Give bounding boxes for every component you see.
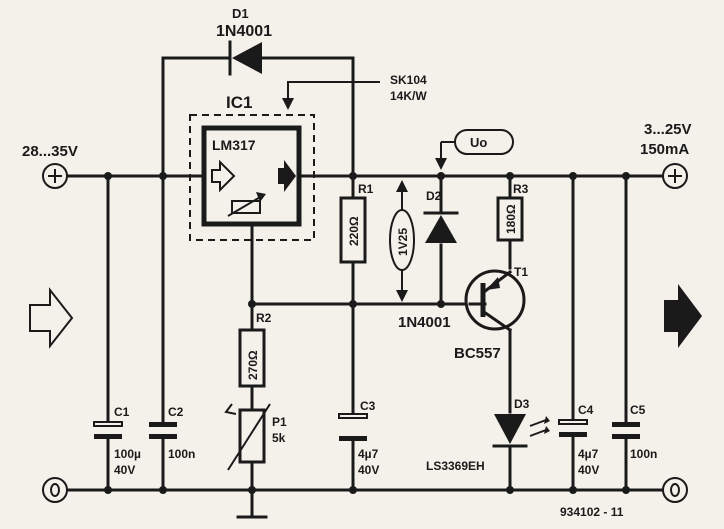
diode-d2	[423, 211, 459, 243]
capacitor-c2	[149, 422, 177, 439]
capacitor-c3	[338, 413, 368, 441]
output-ground-terminal	[662, 477, 688, 503]
d1-ref-label: D1	[232, 6, 249, 21]
ic-ref-label: IC1	[226, 93, 252, 112]
output-current-label: 150mA	[640, 141, 689, 158]
resistor-r1	[339, 196, 367, 264]
d3-part-label: LS3369EH	[426, 459, 485, 473]
p1-value-label: 5k	[272, 431, 286, 445]
heatsink-part-label: SK104	[390, 73, 427, 87]
c3-value-label: 4µ7	[358, 447, 379, 461]
c1-voltage-label: 40V	[114, 463, 135, 477]
transistor-t1	[464, 269, 526, 333]
junction-dots	[104, 172, 630, 494]
d1-part-label: 1N4001	[216, 23, 272, 40]
c4-value-label: 4µ7	[578, 447, 599, 461]
output-arrow-icon	[664, 284, 702, 348]
r2-value-label: 270Ω	[246, 350, 260, 380]
input-plus-terminal	[42, 163, 68, 189]
regulator-ic1	[201, 125, 302, 227]
resistor-r2	[238, 328, 266, 388]
led-d3	[492, 414, 550, 448]
uo-marker	[435, 129, 514, 170]
ic-part-label: LM317	[212, 137, 256, 153]
r1-ref-label: R1	[358, 182, 374, 196]
c3-ref-label: C3	[360, 399, 376, 413]
output-plus-terminal	[662, 163, 688, 189]
c4-voltage-label: 40V	[578, 463, 599, 477]
input-pin-arrow-icon	[211, 159, 236, 193]
uo-label: Uo	[470, 135, 487, 150]
capacitor-c1	[93, 421, 123, 439]
t1-ref-label: T1	[514, 265, 528, 279]
c1-value-label: 100µ	[114, 447, 141, 461]
c5-ref-label: C5	[630, 403, 646, 417]
c2-ref-label: C2	[168, 405, 184, 419]
voltage-indicator	[389, 180, 415, 302]
c2-value-label: 100n	[168, 447, 195, 461]
resistor-r3	[496, 196, 524, 242]
c5-value-label: 100n	[630, 447, 657, 461]
output-voltage-label: 3...25V	[644, 121, 692, 138]
c4-ref-label: C4	[578, 403, 594, 417]
heatsink-outline	[189, 114, 315, 241]
r3-ref-label: R3	[513, 182, 529, 196]
capacitor-c5	[612, 422, 640, 439]
input-arrow-icon	[29, 287, 74, 349]
d2-part-label: 1N4001	[398, 314, 451, 331]
diode-d1	[228, 40, 262, 76]
heatsink-pointer-icon	[287, 81, 380, 100]
input-ground-terminal	[42, 477, 68, 503]
heatsink-rating-label: 14K/W	[390, 89, 427, 103]
output-pin-arrow-icon	[278, 160, 296, 192]
potentiometer-p1	[224, 403, 271, 471]
t1-part-label: BC557	[454, 345, 501, 362]
r3-value-label: 180Ω	[504, 204, 518, 234]
input-voltage-label: 28...35V	[22, 143, 78, 160]
figure-number-label: 934102 - 11	[560, 505, 624, 519]
c1-ref-label: C1	[114, 405, 130, 419]
p1-ref-label: P1	[272, 415, 287, 429]
capacitor-c4	[558, 419, 588, 437]
d2-ref-label: D2	[426, 189, 442, 203]
ref-voltage-label: 1V25	[396, 228, 410, 256]
c3-voltage-label: 40V	[358, 463, 379, 477]
r1-value-label: 220Ω	[347, 216, 361, 246]
d3-ref-label: D3	[514, 397, 530, 411]
r2-ref-label: R2	[256, 311, 272, 325]
